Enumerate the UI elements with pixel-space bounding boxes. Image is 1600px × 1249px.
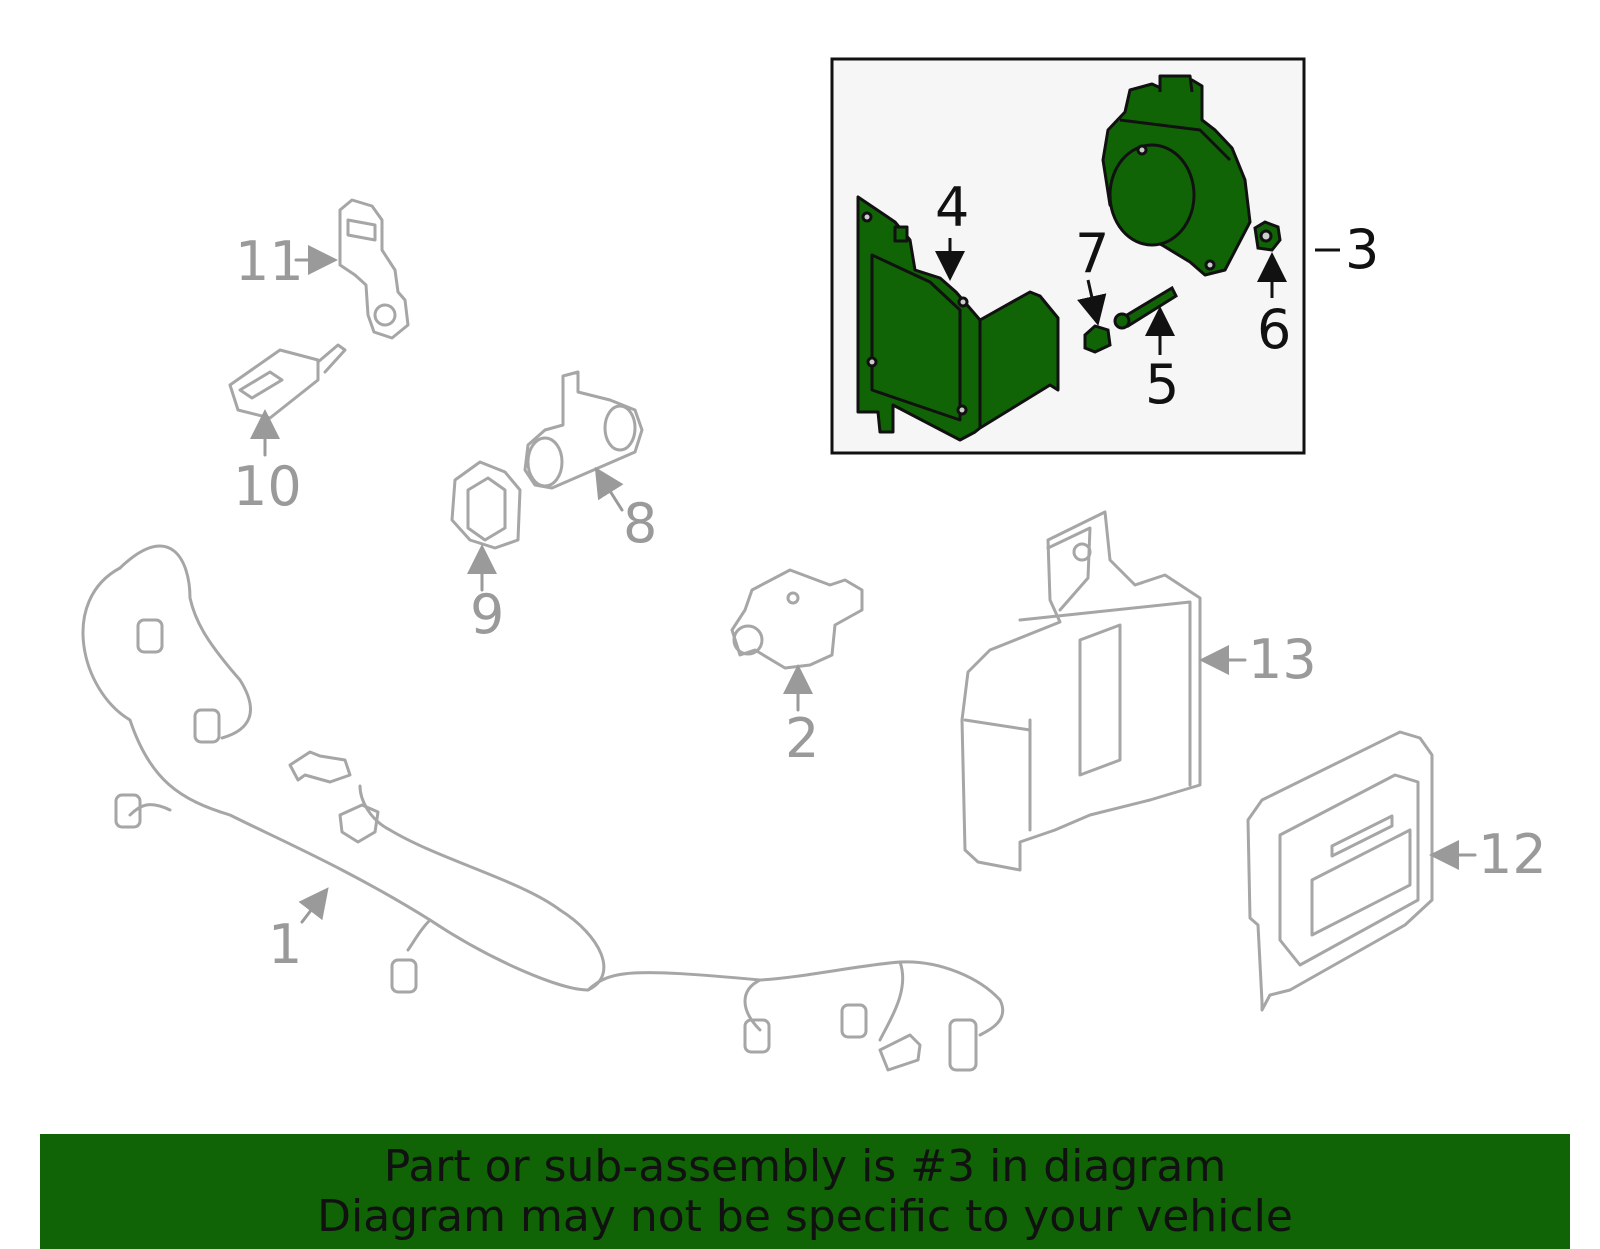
- part-11-sensor-bracket[interactable]: [338, 198, 410, 340]
- part-9-bezel[interactable]: [450, 460, 522, 550]
- part-13-module-bracket[interactable]: [960, 510, 1202, 872]
- callout-8-arrow: [594, 466, 624, 512]
- callout-2: 2: [785, 707, 819, 770]
- callout-5: 5: [1145, 353, 1179, 416]
- info-banner: Part or sub-assembly is #3 in diagram Di…: [40, 1134, 1570, 1249]
- callout-8: 8: [623, 492, 657, 555]
- part-7-clip[interactable]: [1083, 324, 1112, 354]
- callout-12: 12: [1478, 823, 1547, 886]
- part-4-bracket[interactable]: [856, 195, 1060, 442]
- callout-13: 13: [1248, 628, 1317, 691]
- callout-10: 10: [233, 455, 302, 518]
- callout-6: 6: [1257, 298, 1291, 361]
- callout-1-arrow: [298, 887, 329, 924]
- callout-1: 1: [268, 913, 302, 976]
- callout-9: 9: [470, 583, 504, 646]
- banner-line-2: Diagram may not be specific to your vehi…: [317, 1190, 1293, 1242]
- part-12-control-module[interactable]: [1246, 730, 1434, 1012]
- callout-3: 3: [1345, 218, 1379, 281]
- banner-line-1: Part or sub-assembly is #3 in diagram: [383, 1140, 1227, 1192]
- part-2-sensor[interactable]: [730, 568, 864, 670]
- part-1-wiring-harness[interactable]: [81, 544, 1004, 1072]
- part-8-camera[interactable]: [523, 370, 644, 490]
- part-10-sensor[interactable]: [228, 343, 347, 420]
- part-3-radar-sensor[interactable]: [1101, 74, 1252, 277]
- part-6-nut[interactable]: [1253, 220, 1282, 252]
- callout-4: 4: [935, 176, 969, 239]
- callout-11: 11: [235, 230, 304, 293]
- callout-7: 7: [1075, 222, 1109, 285]
- callout-7-arrow: [1077, 279, 1107, 326]
